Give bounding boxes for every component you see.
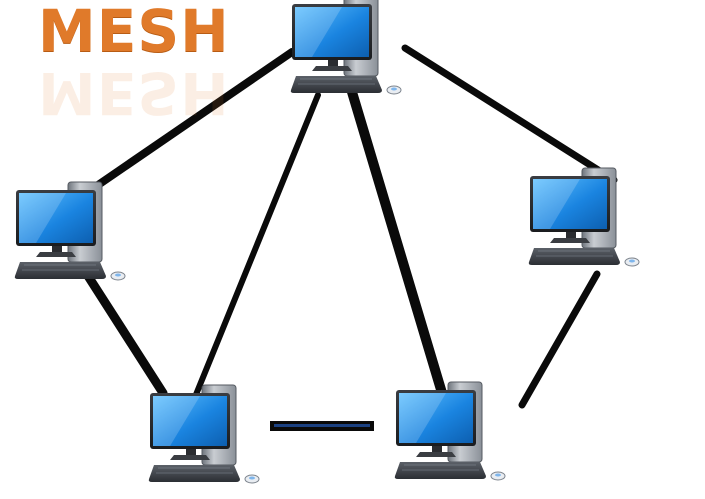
link-top-left <box>78 48 296 200</box>
computer-bottom-left <box>148 384 260 484</box>
link-top-bottom-left <box>192 92 321 400</box>
computer-bottom-right <box>394 381 506 481</box>
link-right-bottom-right <box>518 270 601 409</box>
link-left-bottom-left <box>83 271 168 398</box>
title-reflection: MESH <box>38 59 230 127</box>
desktop-computer-icon <box>528 167 640 267</box>
link-top-right <box>401 44 618 184</box>
connection-cables <box>78 44 618 431</box>
link-top-bottom-right <box>347 87 447 398</box>
desktop-computer-icon <box>14 181 126 281</box>
computer-top <box>290 0 402 95</box>
desktop-computer-icon <box>148 384 260 484</box>
diagram-title: MESH <box>38 0 230 65</box>
desktop-computer-icon <box>394 381 506 481</box>
computer-left <box>14 181 126 281</box>
desktop-computer-icon <box>290 0 402 95</box>
computer-right <box>528 167 640 267</box>
